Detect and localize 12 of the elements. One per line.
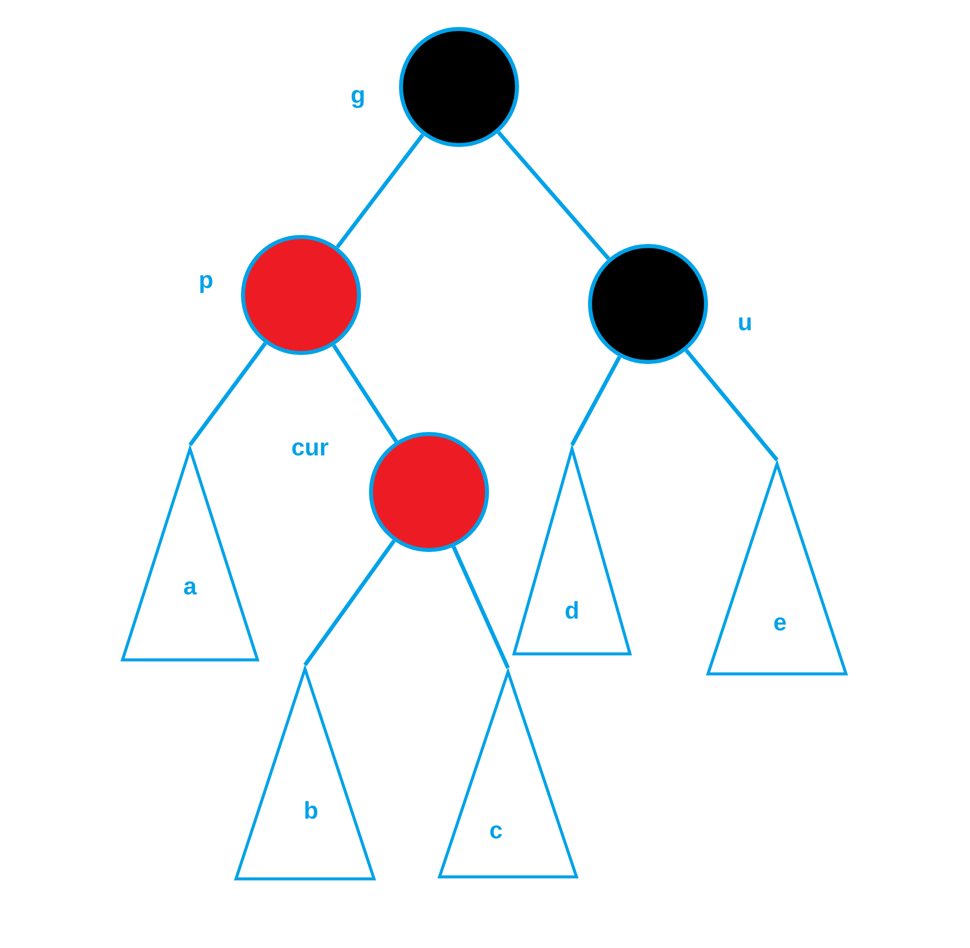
tree-edge [496,130,610,260]
tree-edge [684,348,779,462]
tree-edge [336,134,424,248]
tree-edge [303,540,396,666]
node-label: u [739,318,751,330]
tree-edge [452,546,510,669]
tree-edge [570,356,622,446]
tree-edge [332,344,398,443]
node-label: cur [292,442,328,456]
tree-edge [188,342,267,446]
node-label: g [352,90,364,108]
node-label: p [200,275,212,293]
